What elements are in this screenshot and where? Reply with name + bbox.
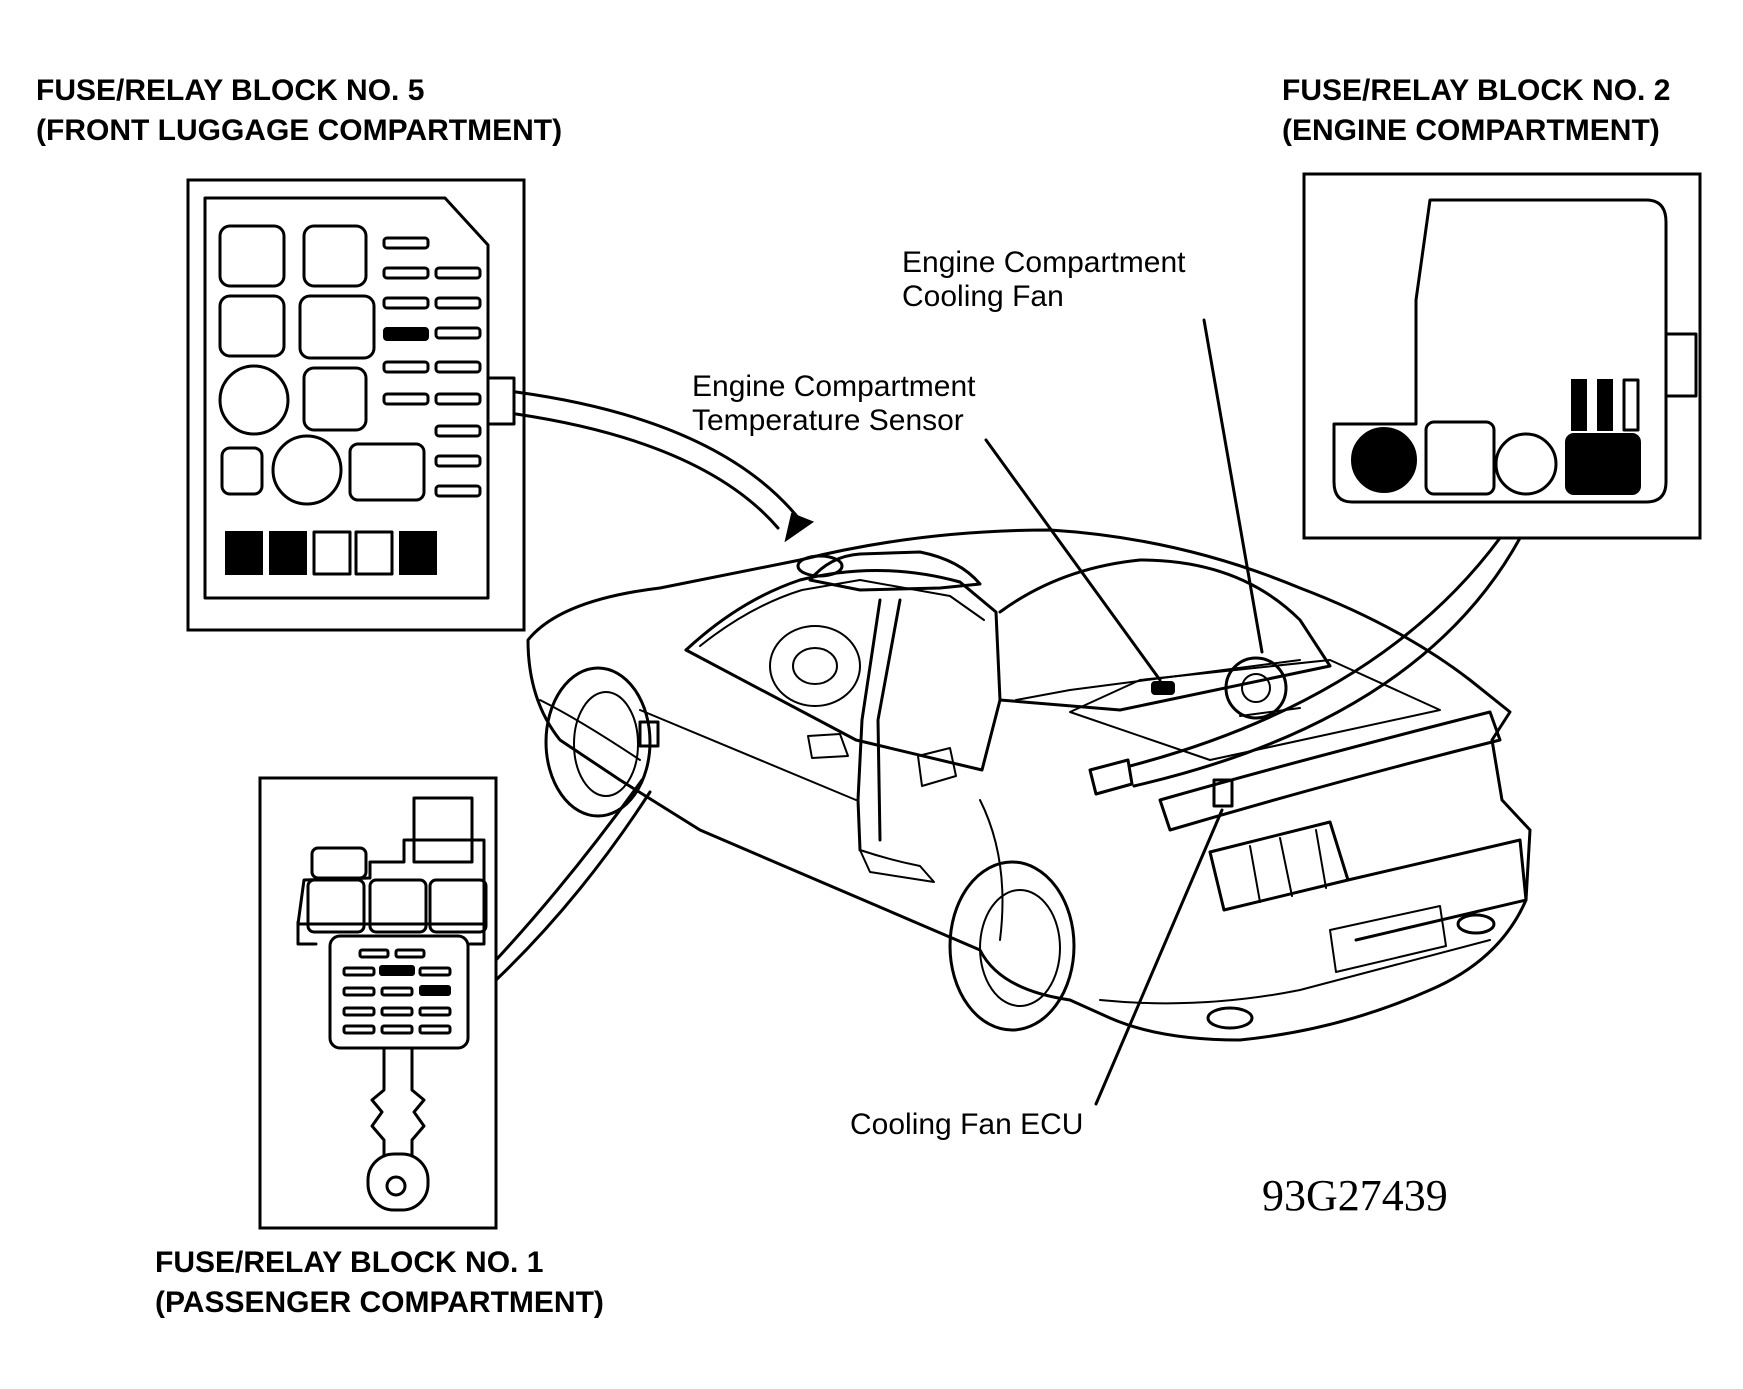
block1-subtitle: (PASSENGER COMPARTMENT)	[155, 1286, 604, 1319]
fuse-block-2-inset	[1302, 172, 1702, 540]
block1-title: FUSE/RELAY BLOCK NO. 1	[155, 1246, 543, 1279]
block2-title: FUSE/RELAY BLOCK NO. 2	[1282, 74, 1670, 107]
fuse-block-1-inset	[258, 776, 498, 1230]
block5-title: FUSE/RELAY BLOCK NO. 5	[36, 74, 424, 107]
cooling-fan-label-2: Cooling Fan	[902, 280, 1064, 313]
block2-subtitle: (ENGINE COMPARTMENT)	[1282, 114, 1660, 147]
block5-subtitle: (FRONT LUGGAGE COMPARTMENT)	[36, 114, 562, 147]
temp-sensor-label-1: Engine Compartment	[692, 370, 976, 403]
figure-code: 93G27439	[1262, 1171, 1448, 1220]
temp-sensor-label-2: Temperature Sensor	[692, 404, 964, 437]
car-illustration	[526, 528, 1532, 1042]
cooling-fan-label-1: Engine Compartment	[902, 246, 1186, 279]
fuse-block-5-inset	[186, 178, 526, 632]
leader-lines	[494, 318, 1522, 1106]
cooling-fan-ecu-label: Cooling Fan ECU	[850, 1108, 1083, 1141]
